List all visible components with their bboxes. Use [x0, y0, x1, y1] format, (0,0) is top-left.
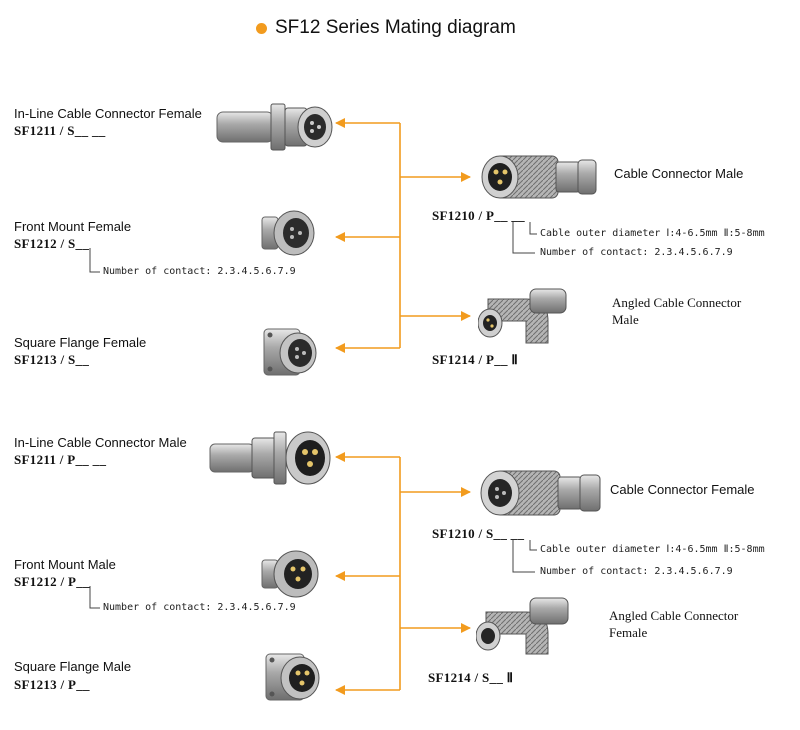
diagram-title: SF12 Series Mating diagram: [275, 17, 516, 38]
cable-female-diameter-note: Cable outer diameter Ⅰ:4-6.5mm Ⅱ:5-8mm: [540, 544, 765, 555]
angled-female-code: SF1214 / S__ Ⅱ: [428, 670, 514, 685]
front-mount-male-note: Number of contact: 2.3.4.5.6.7.9: [103, 602, 296, 613]
angled-male-label-line1: Angled Cable Connector: [612, 295, 742, 310]
angled-cable-male-connector-image: [478, 288, 567, 344]
inline-female-code: SF1211 / S__ __: [14, 123, 106, 138]
square-flange-male-label: Square Flange Male: [14, 659, 132, 674]
square-flange-female-code: SF1213 / S__: [14, 352, 90, 367]
cable-female-contact-note: Number of contact: 2.3.4.5.6.7.9: [540, 566, 733, 577]
inline-cable-male-connector-image: [209, 431, 331, 485]
square-flange-female-connector-image: [263, 328, 317, 376]
inline-female-label: In-Line Cable Connector Female: [14, 106, 202, 121]
front-mount-female-note: Number of contact: 2.3.4.5.6.7.9: [103, 266, 296, 277]
inline-male-label: In-Line Cable Connector Male: [14, 435, 187, 450]
cable-male-contact-note: Number of contact: 2.3.4.5.6.7.9: [540, 247, 733, 258]
angled-female-label-line2: Female: [609, 625, 648, 640]
front-mount-female-label: Front Mount Female: [14, 219, 132, 234]
cable-male-diameter-note: Cable outer diameter Ⅰ:4-6.5mm Ⅱ:5-8mm: [540, 228, 765, 239]
front-mount-female-connector-image: [261, 210, 315, 256]
cable-male-label: Cable Connector Male: [614, 166, 744, 181]
angled-male-label-line2: Male: [612, 312, 639, 327]
angled-male-code: SF1214 / P__ Ⅱ: [432, 352, 519, 367]
square-flange-female-label: Square Flange Female: [14, 335, 147, 350]
cable-female-connector-image: [480, 470, 601, 516]
inline-male-code: SF1211 / P__ __: [14, 452, 107, 467]
cable-female-code: SF1210 / S__ __: [432, 526, 525, 541]
square-flange-male-code: SF1213 / P__: [14, 677, 90, 692]
cable-female-label: Cable Connector Female: [610, 482, 755, 497]
front-mount-male-connector-image: [261, 550, 319, 598]
front-mount-male-code: SF1212 / P__: [14, 574, 90, 589]
angled-female-label-line1: Angled Cable Connector: [609, 608, 739, 623]
angled-cable-female-connector-image: [476, 597, 569, 655]
inline-cable-female-connector-image: [216, 103, 333, 151]
cable-male-connector-image: [481, 155, 597, 199]
cable-male-code: SF1210 / P__ __: [432, 208, 525, 223]
square-flange-male-connector-image: [265, 653, 320, 701]
front-mount-male-label: Front Mount Male: [14, 557, 116, 572]
title-bullet-icon: [256, 23, 267, 34]
front-mount-female-code: SF1212 / S__: [14, 236, 90, 251]
